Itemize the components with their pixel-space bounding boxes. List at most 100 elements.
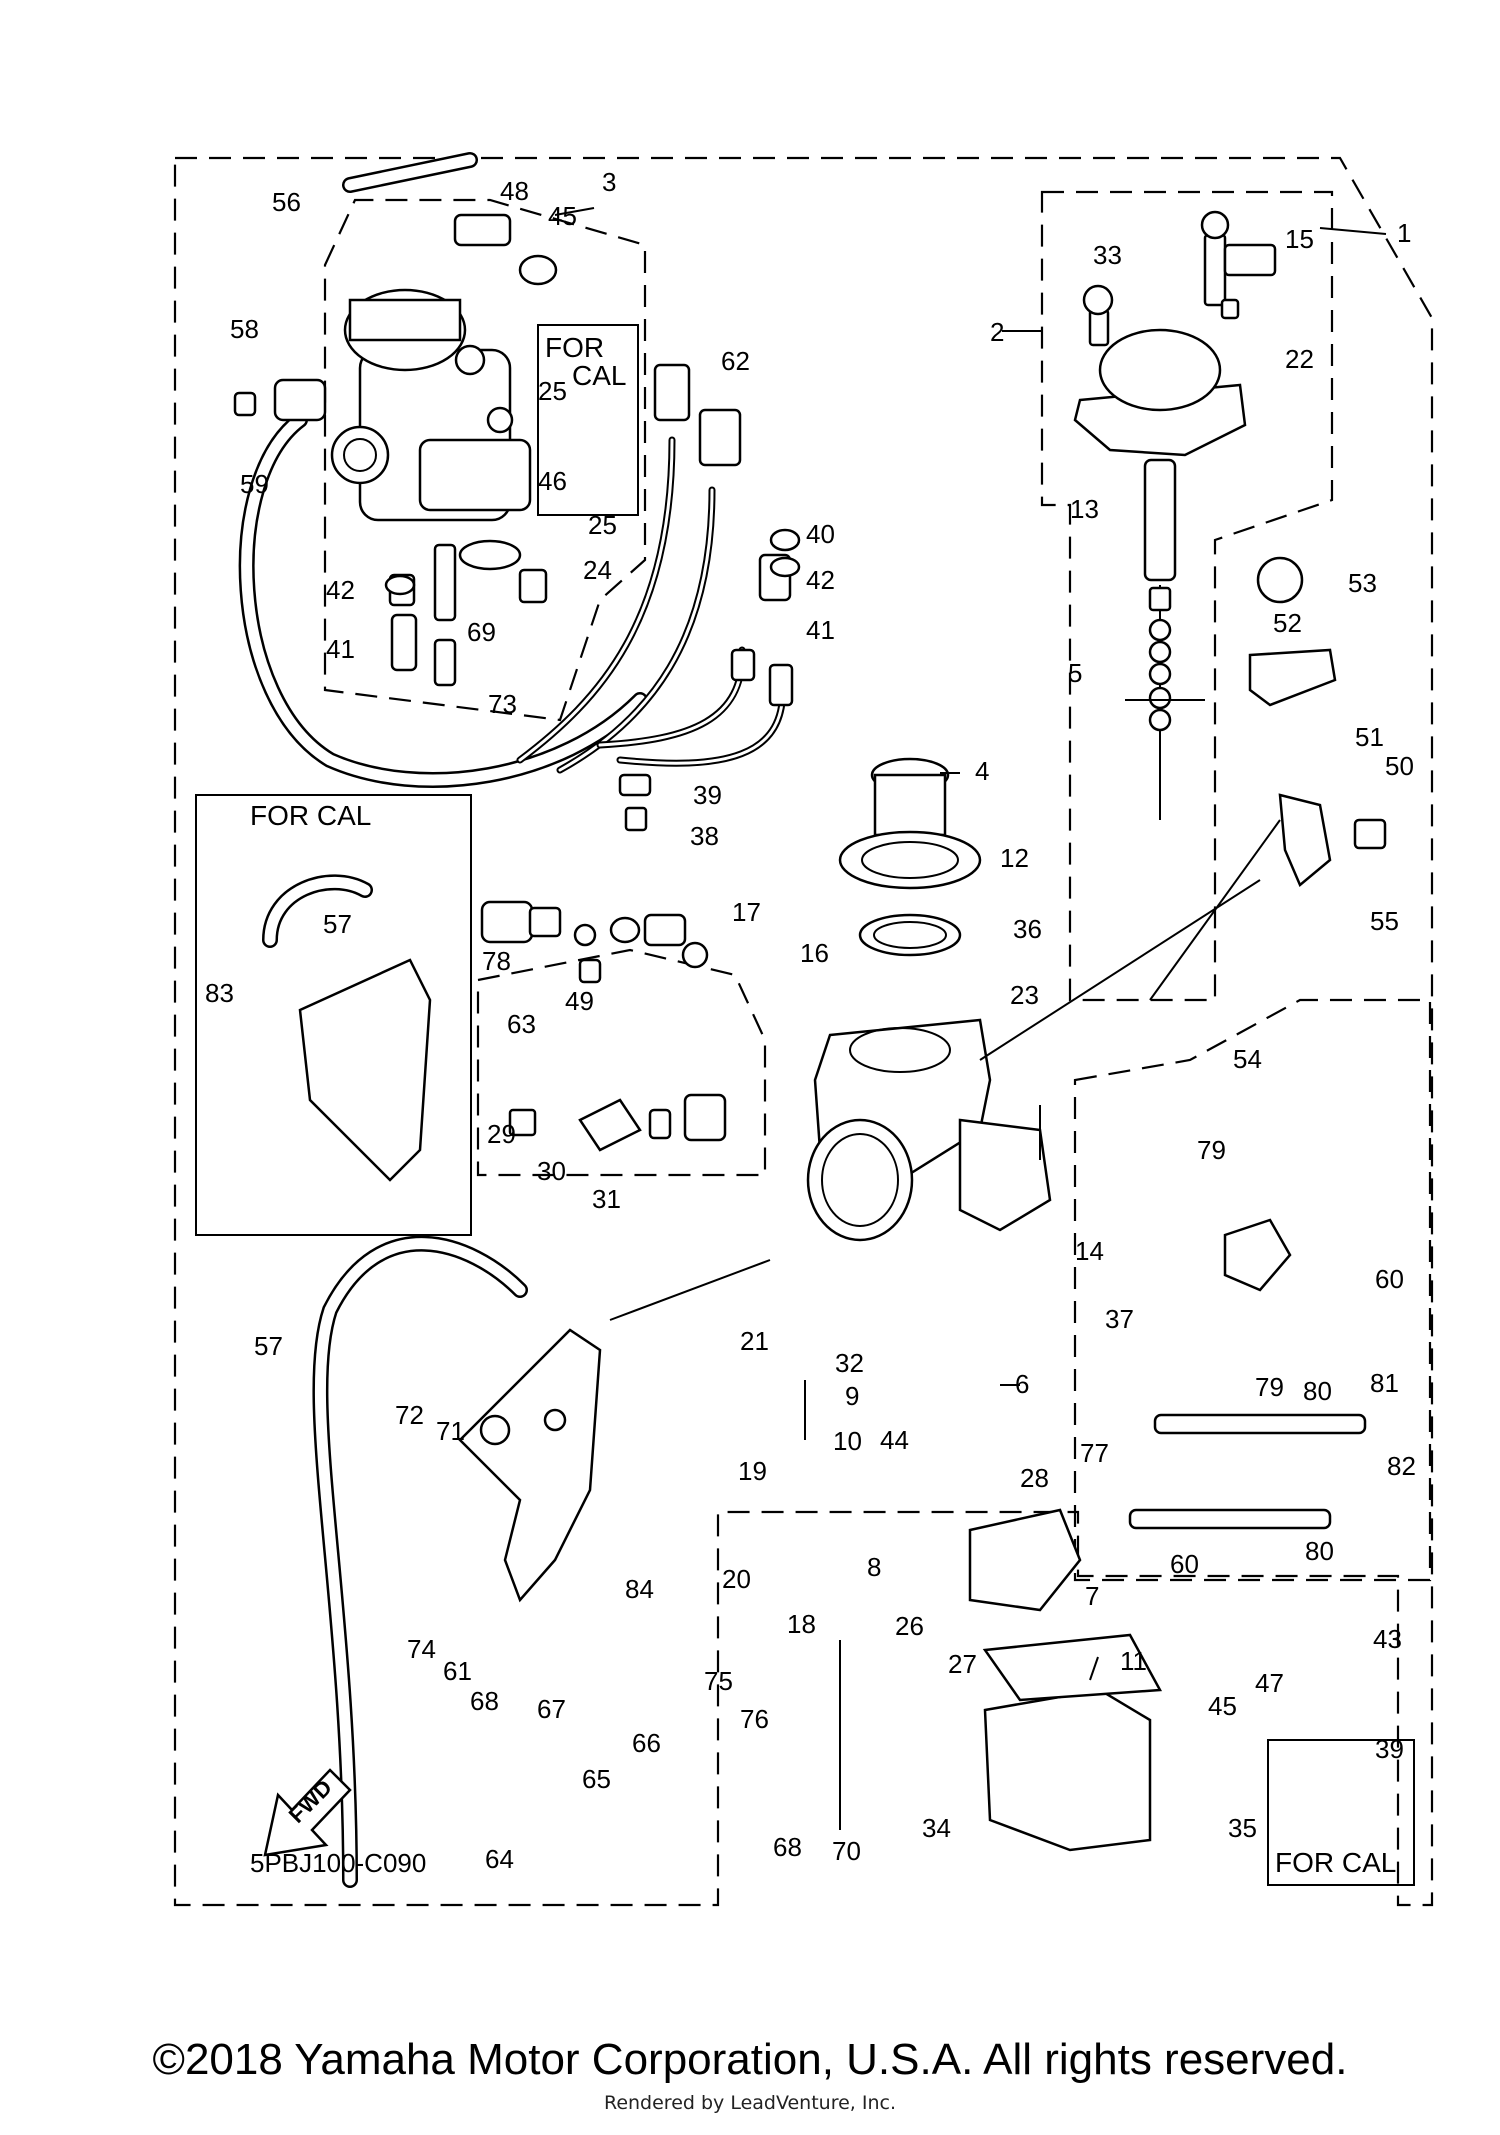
- callout-label: 1: [1397, 218, 1411, 248]
- callout-label: 80: [1303, 1376, 1332, 1406]
- callout-label: 51: [1355, 722, 1384, 752]
- callout-label: 28: [1020, 1463, 1049, 1493]
- callout-label: 18: [787, 1609, 816, 1639]
- callout-label: 25: [588, 510, 617, 540]
- assembly-boundary: [173, 156, 1434, 1907]
- callout-label: 63: [507, 1009, 536, 1039]
- callout-label: 41: [326, 634, 355, 664]
- throttle-group-boundary: [1073, 998, 1432, 1582]
- carburetor-body: [806, 757, 1052, 1242]
- callout-label: 53: [1348, 568, 1377, 598]
- callout-label: 66: [632, 1728, 661, 1758]
- callout-label: 74: [407, 1634, 436, 1664]
- callout-label: 79: [1197, 1135, 1226, 1165]
- callout-label: 39: [1375, 1734, 1404, 1764]
- rendered-by-credit: Rendered by LeadVenture, Inc.: [603, 2092, 897, 2114]
- vent-hoses: [238, 152, 648, 1888]
- callout-label: 39: [693, 780, 722, 810]
- callout-numbers: 1 2 3 4 5 6 7 8 9 10 11 12 13 14 15 16 1…: [205, 167, 1416, 1874]
- sub-assembly-2-boundary: [1040, 190, 1334, 1002]
- callout-label: 35: [1228, 1813, 1257, 1843]
- callout-label: 15: [1285, 224, 1314, 254]
- callout-label: 73: [488, 689, 517, 719]
- callout-label: 68: [773, 1832, 802, 1862]
- callout-label: 41: [806, 615, 835, 645]
- callout-label: 8: [867, 1552, 881, 1582]
- leader-lines: [554, 207, 1387, 1830]
- callout-label: 77: [1080, 1438, 1109, 1468]
- for-cal-label-bottom: FOR CAL: [1275, 1847, 1396, 1878]
- callout-label: 42: [326, 575, 355, 605]
- callout-label: 45: [1208, 1691, 1237, 1721]
- callout-label: 36: [1013, 914, 1042, 944]
- for-cal-box-left: [195, 794, 472, 1236]
- callout-label: 20: [722, 1564, 751, 1594]
- callout-label: 78: [482, 946, 511, 976]
- callout-label: 65: [582, 1764, 611, 1794]
- throttle-bracket-left: [298, 958, 602, 1603]
- throttle-linkage-right: [1128, 556, 1387, 1530]
- callout-label: 80: [1305, 1536, 1334, 1566]
- callout-label: 10: [833, 1426, 862, 1456]
- callout-label: 4: [975, 756, 989, 786]
- callout-label: 82: [1387, 1451, 1416, 1481]
- callout-label: 67: [537, 1694, 566, 1724]
- callout-label: 6: [1015, 1369, 1029, 1399]
- jet-parts: [480, 900, 727, 1152]
- callout-label: 55: [1370, 906, 1399, 936]
- callout-label: 64: [485, 1844, 514, 1874]
- callout-label: 2: [990, 317, 1004, 347]
- for-cal-label-top: FOR: [545, 332, 604, 363]
- carburetor-assembly-3: [330, 288, 532, 522]
- callout-label: 49: [565, 986, 594, 1016]
- callout-label: 26: [895, 1611, 924, 1641]
- callout-label: 45: [548, 201, 577, 231]
- callout-label: 34: [922, 1813, 951, 1843]
- callout-label: 71: [436, 1416, 465, 1446]
- callout-label: 81: [1370, 1368, 1399, 1398]
- float-bowl: [968, 1508, 1163, 1852]
- callout-label: 21: [740, 1326, 769, 1356]
- diaphragm-cover-group: [1073, 210, 1277, 820]
- callout-label: 29: [487, 1119, 516, 1149]
- callout-label: 24: [583, 555, 612, 585]
- callout-label: 57: [254, 1331, 283, 1361]
- callout-label: 83: [205, 978, 234, 1008]
- callout-label: 25: [538, 376, 567, 406]
- callout-label: 54: [1233, 1044, 1262, 1074]
- for-cal-box-bottom: [1267, 1739, 1415, 1886]
- callout-label: 16: [800, 938, 829, 968]
- callout-label: 37: [1105, 1304, 1134, 1334]
- callout-label: 11: [1120, 1646, 1147, 1676]
- small-parts-top-left: [233, 213, 801, 832]
- callout-label: 14: [1075, 1236, 1104, 1266]
- callout-label: 47: [1255, 1668, 1284, 1698]
- fwd-arrow-icon: FWD: [263, 1768, 352, 1857]
- drawing-code: 5PBJ100-C090: [250, 1848, 426, 1878]
- callout-label: 40: [806, 519, 835, 549]
- callout-label: 60: [1170, 1549, 1199, 1579]
- callout-label: 61: [443, 1656, 472, 1686]
- for-cal-label-top-2: CAL: [572, 360, 626, 391]
- callout-label: 38: [690, 821, 719, 851]
- callout-label: 58: [230, 314, 259, 344]
- callout-label: 19: [738, 1456, 767, 1486]
- callout-label: 13: [1070, 494, 1099, 524]
- callout-label: 75: [704, 1666, 733, 1696]
- callout-label: 84: [625, 1574, 654, 1604]
- callout-label: 57: [323, 909, 352, 939]
- callout-label: 5: [1068, 658, 1082, 688]
- callout-label: 46: [538, 466, 567, 496]
- callout-label: 32: [835, 1348, 864, 1378]
- callout-label: 31: [592, 1184, 621, 1214]
- sub-assembly-3-boundary: [323, 198, 647, 722]
- callout-label: 42: [806, 565, 835, 595]
- callout-label: 76: [740, 1704, 769, 1734]
- callout-label: 59: [240, 469, 269, 499]
- callout-label: 30: [537, 1156, 566, 1186]
- jet-group-boundary: [476, 948, 767, 1177]
- callout-label: 22: [1285, 344, 1314, 374]
- callout-label: 43: [1373, 1624, 1402, 1654]
- callout-label: 56: [272, 187, 301, 217]
